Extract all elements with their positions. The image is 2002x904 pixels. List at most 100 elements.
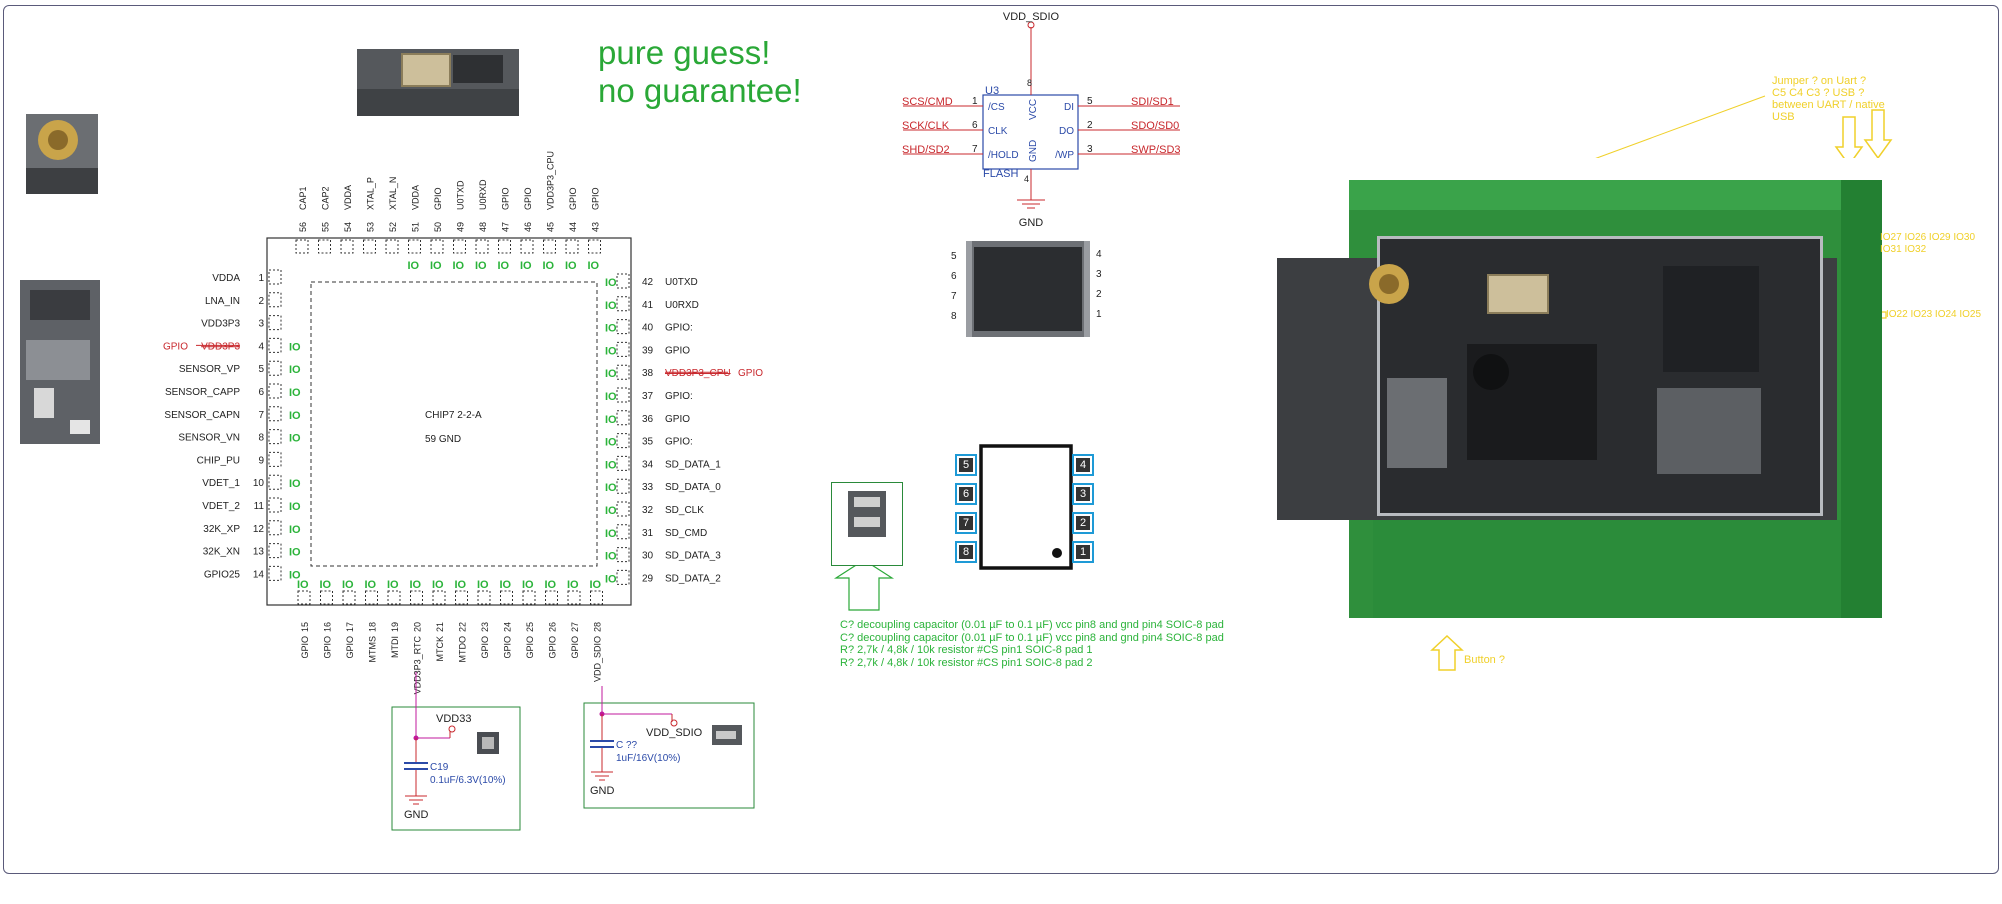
bottom-pin-name: GPIO: [300, 636, 310, 659]
left-pin-name: VDD3P3: [201, 319, 240, 330]
disclaimer-headline: pure guess! no guarantee!: [598, 34, 802, 110]
io-row1-annotation: IO27 IO26 IO29 IO30 IO31 IO32: [1880, 232, 1975, 256]
left-pin-name: VDD3P3: [201, 341, 240, 352]
top-pin-number: 50: [433, 222, 443, 232]
left-pin-pad: [268, 337, 282, 353]
top-pin-pad: [363, 239, 376, 254]
left-pin-name: GPIO25: [204, 569, 241, 580]
soic-right-pad: 2: [1072, 512, 1094, 534]
top-pin-pad: [588, 239, 601, 254]
left-pin-io: IO: [289, 547, 301, 559]
top-pin-io: IO: [565, 260, 577, 272]
bottom-pin-name: VDD_SDIO: [593, 636, 603, 682]
top-pin-pad: [498, 239, 511, 254]
right-pin-number: 41: [642, 300, 654, 311]
top-pin-pad: [565, 239, 579, 254]
bottom-pin-io: IO: [590, 579, 602, 591]
left-pin-pad: [268, 429, 282, 445]
vdd33-cap-photo-part: [482, 737, 494, 749]
right-pin-pad: [616, 319, 630, 335]
top-pin-pad: [430, 239, 444, 254]
left-pin-pad: [268, 474, 282, 490]
left-pin-io: IO: [289, 364, 301, 376]
module-edge-photo: [20, 280, 100, 444]
top-pin-pad: [453, 239, 466, 254]
top-pin-io: IO: [408, 260, 420, 272]
right-pin-name: GPIO:: [665, 437, 693, 448]
left-pin-io: IO: [289, 501, 301, 513]
down-arrow-jumper-1: [1834, 116, 1864, 167]
left-pin-io: IO: [289, 387, 301, 399]
left-pin-io: IO: [289, 478, 301, 490]
resistor-photo: [831, 482, 903, 566]
bottom-pin-number: 20: [413, 622, 423, 632]
right-pin-pad: [616, 478, 630, 494]
vdd33-decoupling: VDD33 C19 0.1uF/6.3V(10%) GND: [391, 672, 521, 831]
right-pin-name: SD_DATA_1: [665, 459, 721, 470]
bottom-pin-name: MTMS: [368, 636, 378, 663]
notes-block: C? decoupling capacitor (0.01 µF to 0.1 …: [840, 619, 1224, 669]
note-cap-1: C? decoupling capacitor (0.01 µF to 0.1 …: [840, 619, 1224, 631]
top-pin-number: 47: [501, 222, 511, 232]
flash-left-net: SHD/SD2: [902, 144, 950, 156]
right-pin-pad: [616, 524, 630, 540]
left-pin-number: 9: [258, 455, 264, 466]
left-pin-io: IO: [289, 524, 301, 536]
left-pin-name: VDDA: [212, 273, 240, 284]
left-pin-number: 4: [258, 341, 264, 352]
top-pin-number: 48: [478, 222, 488, 232]
flash-right-num: 5: [1087, 96, 1093, 107]
bottom-pin-pad: [522, 590, 536, 605]
left-pin-number: 13: [253, 547, 265, 558]
soic-photo-left-pin: 8: [951, 311, 957, 322]
soic-right-pad-number: 3: [1076, 487, 1090, 501]
top-pin-number: 55: [321, 222, 331, 232]
right-pin-pad: [616, 433, 630, 449]
right-pin-io: IO: [605, 437, 617, 449]
bottom-pin-pad: [320, 590, 333, 605]
flash-left-num: 1: [972, 96, 978, 107]
right-pin-name: U0TXD: [665, 277, 698, 288]
bottom-pin-io: IO: [320, 579, 332, 591]
left-pin-name: LNA_IN: [205, 296, 240, 307]
up-arrow-button: [1430, 634, 1464, 671]
top-pin-name: XTAL_N: [388, 177, 398, 210]
bottom-pin-number: 22: [458, 622, 468, 632]
vdd33-terminal: [448, 725, 456, 733]
right-pin-number: 33: [642, 482, 654, 493]
flash-left-num: 7: [972, 144, 978, 155]
top-pin-pad: [475, 239, 489, 254]
disclaimer-line-2: no guarantee!: [598, 72, 802, 109]
bottom-pin-name: MTCK: [435, 636, 445, 662]
left-pin-name: CHIP_PU: [197, 455, 240, 466]
flash-top-net: VDD_SDIO: [1003, 11, 1060, 23]
soic-left-pad-number: 6: [959, 487, 973, 501]
chip-pad: [310, 281, 598, 567]
top-pin-pad: [543, 239, 556, 254]
right-pin-io: IO: [605, 323, 617, 335]
right-pin-pad: [616, 273, 630, 289]
chip-label: CHIP7 2-2-A: [425, 410, 482, 421]
right-pin-pad: [616, 364, 630, 380]
left-pin-name: 32K_XP: [203, 524, 240, 535]
left-pin-number: 10: [253, 478, 265, 489]
right-pin-pad: [616, 547, 630, 563]
flash-name: FLASH: [983, 168, 1019, 180]
top-pin-name: CAP1: [298, 186, 308, 210]
vddsdio-gnd-label: GND: [590, 785, 615, 797]
top-pin-number: 45: [546, 222, 556, 232]
note-res-2: R? 2,7k / 4,8k / 10k resistor #CS pin1 S…: [840, 656, 1093, 669]
left-pin-pad: [268, 520, 282, 536]
left-pin-name: SENSOR_VP: [179, 364, 240, 375]
flash-right-inner: DI: [1064, 102, 1074, 113]
left-pin-io: IO: [289, 433, 301, 445]
top-pin-number: 52: [388, 222, 398, 232]
left-pin-number: 14: [253, 569, 265, 580]
right-pin-name: GPIO: [665, 414, 690, 425]
soic-photo-left-pin: 7: [951, 291, 957, 302]
flash-vcc-label: VCC: [1028, 99, 1039, 120]
top-pin-pad: [318, 239, 331, 254]
bottom-pin-pad: [477, 590, 491, 605]
left-pin-number: 5: [258, 364, 264, 375]
bottom-pin-pad: [365, 590, 378, 605]
